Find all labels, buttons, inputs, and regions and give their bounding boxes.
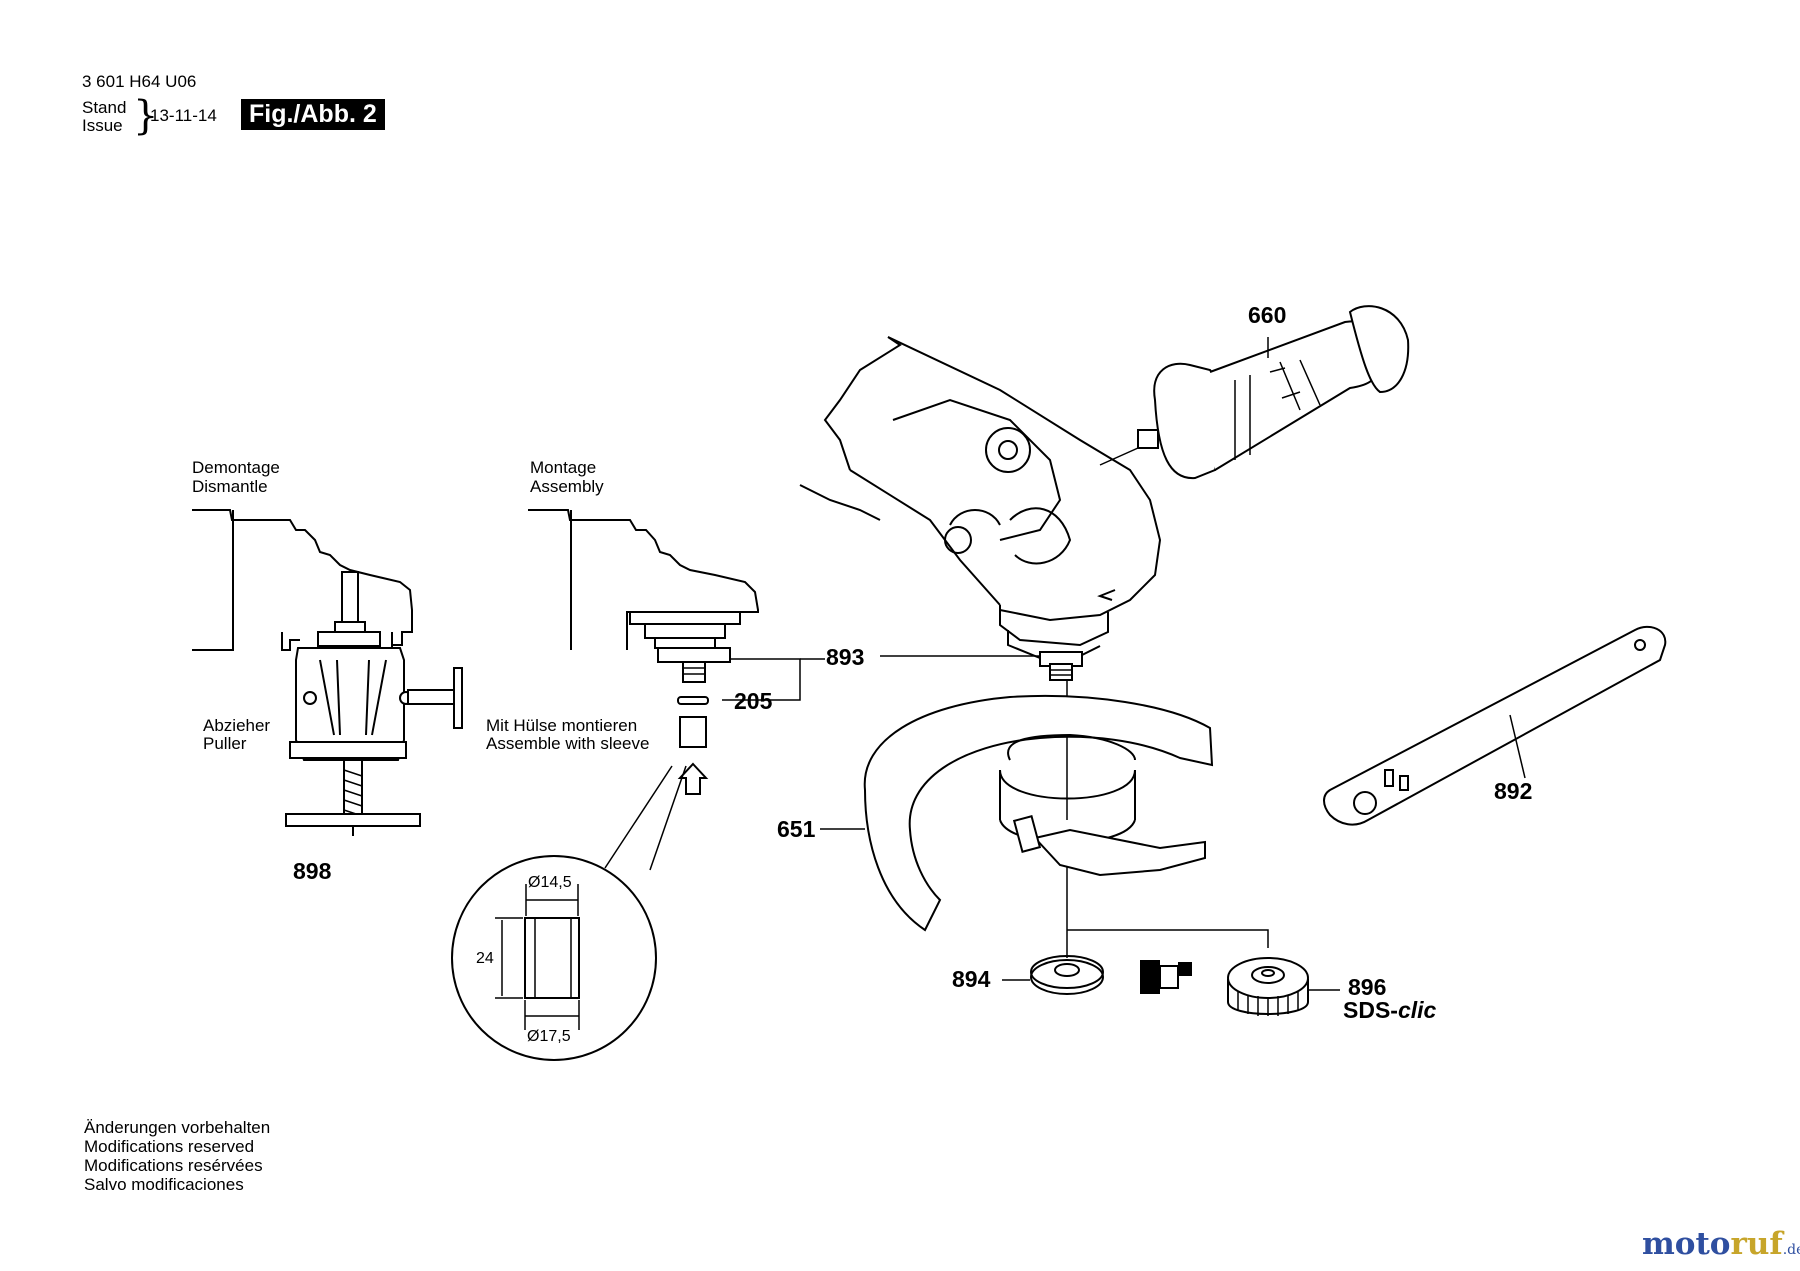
part-number-893: 893 [826, 644, 865, 670]
issue-date: 13-11-14 [150, 106, 217, 125]
sleeve-label-de: Mit Hülse montieren [486, 716, 638, 735]
sds-suffix: clic [1397, 997, 1437, 1023]
part-number-651: 651 [777, 816, 816, 842]
dismantle-housing [192, 509, 413, 651]
sleeve-detail [451, 765, 687, 1061]
wrench-892 [1323, 625, 1667, 826]
footer-note-en: Modifications reserved [84, 1137, 255, 1156]
part-number-892: 892 [1494, 778, 1533, 804]
dimension-outer-diameter: Ø17,5 [527, 1028, 571, 1045]
puller-898-drawing [285, 571, 463, 836]
puller-label-de: Abzieher [203, 716, 271, 735]
puller-label-en: Puller [203, 734, 247, 753]
part-number-205: 205 [734, 688, 773, 714]
sleeve-label-en: Assemble with sleeve [486, 734, 650, 753]
sds-prefix: SDS- [1343, 997, 1398, 1023]
issue-label: Issue [82, 116, 123, 135]
part-number-660: 660 [1248, 302, 1287, 328]
dimension-inner-diameter: Ø14,5 [528, 874, 572, 891]
sds-clic-label: SDS-clic [1343, 997, 1436, 1024]
site-watermark: motoruf.de [1642, 1226, 1800, 1262]
quick-nut-896 [1227, 957, 1340, 1016]
assembly-label-en: Assembly [530, 477, 604, 496]
assembly-label-de: Montage [530, 458, 597, 477]
side-handle-660 [1099, 305, 1410, 480]
leader-892 [1509, 714, 1526, 779]
part-number-896: 896 [1348, 974, 1387, 1000]
leader-893-205 [722, 655, 1060, 701]
dismantle-label-de: Demontage [192, 458, 280, 477]
brace-glyph: } [133, 93, 159, 139]
part-number-894: 894 [952, 966, 991, 992]
part-number-898: 898 [293, 858, 332, 884]
footer-note-de: Änderungen vorbehalten [84, 1118, 271, 1137]
dimension-height: 24 [476, 950, 494, 967]
document-number: 3 601 H64 U06 [82, 72, 197, 91]
watermark-part-1: moto [1642, 1226, 1731, 1262]
footer-note-es: Salvo modificaciones [84, 1175, 244, 1194]
watermark-tld: .de [1782, 1242, 1800, 1258]
footer-note-fr: Modifications resérvées [84, 1156, 263, 1175]
flange-894 [1002, 929, 1269, 995]
assembly-housing [528, 509, 759, 795]
stand-label: Stand [82, 98, 127, 117]
dismantle-label-en: Dismantle [192, 477, 268, 496]
angle-grinder-body [799, 336, 1162, 681]
sds-mode-icon [1140, 960, 1192, 994]
watermark-part-2: ruf [1730, 1226, 1783, 1262]
figure-label: Fig./Abb. 2 [241, 99, 385, 130]
wheel-guard-651 [863, 694, 1214, 932]
